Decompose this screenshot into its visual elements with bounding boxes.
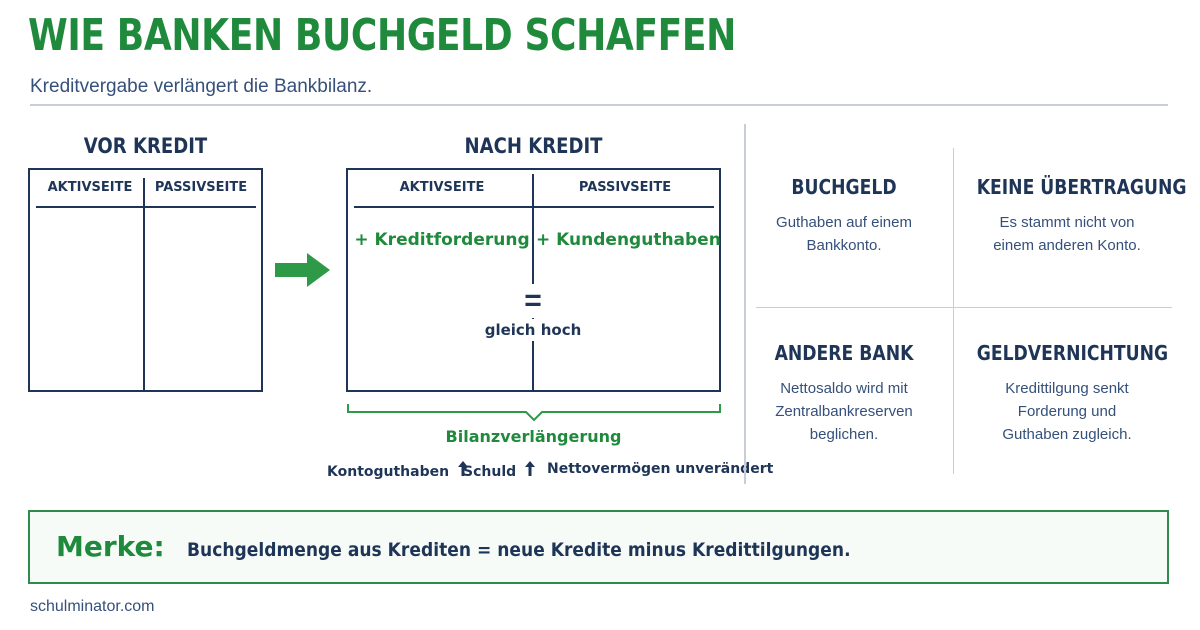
balance-extension-label: Bilanzverlängerung [445,427,622,446]
after-heading: NACH KREDIT [464,134,603,158]
equals-label: gleich hoch [483,319,583,341]
merke-text: Buchgeldmenge aus Krediten = neue Kredit… [187,539,851,561]
merke-label: Merke: [56,530,165,563]
after-vertical-line [532,174,534,390]
entry-customer-deposit: + Kundenguthaben [536,230,721,250]
card-title-buchgeld: BUCHGELD [791,175,897,199]
header-divider [30,104,1168,106]
card-text-buchgeld: Guthaben auf einem Bankkonto. [776,214,912,254]
card-text-andere-bank: Nettosaldo wird mit Zentralbankreserven … [775,380,913,443]
entry-loan-claim: + Kreditforderung [354,230,530,250]
brace-icon [347,404,721,422]
after-col-assets: AKTIVSEITE [399,180,485,195]
before-vertical-line [143,178,145,390]
cards-vertical-divider [953,148,954,474]
after-horizontal-line [354,206,714,208]
before-col-liabilities: PASSIVSEITE [154,180,248,195]
before-col-assets: AKTIVSEITE [47,180,133,195]
before-balance-sheet [28,168,263,392]
section-divider [744,124,746,484]
card-text-geldvernichtung: Kredittilgung senkt Forderung und Guthab… [1002,380,1132,443]
page-subtitle: Kreditvergabe verlängert die Bankbilanz. [30,76,373,97]
right-arrow-icon [275,253,330,287]
note-net-worth: Nettovermögen unverändert [547,461,774,477]
up-arrow-icon [525,461,536,480]
card-title-geldvernichtung: GELDVERNICHTUNG [976,341,1169,365]
footer-domain: schulminator.com [30,598,155,615]
card-title-andere-bank: ANDERE BANK [774,341,914,365]
before-horizontal-line [36,206,256,208]
equals-sign: = [503,284,563,318]
up-arrow-icon [457,461,468,480]
after-col-liabilities: PASSIVSEITE [578,180,672,195]
merke-box [28,510,1169,584]
cards-horizontal-divider [756,307,1172,308]
card-text-keine-uebertragung: Es stammt nicht von einem anderen Konto. [993,214,1141,254]
note-debt: Schuld [463,461,536,480]
card-title-keine-uebertragung: KEINE ÜBERTRAGUNG [976,175,1187,199]
page-title: WIE BANKEN BUCHGELD SCHAFFEN [28,10,736,61]
before-heading: VOR KREDIT [83,134,208,158]
note-account-balance: Kontoguthaben [327,461,468,480]
